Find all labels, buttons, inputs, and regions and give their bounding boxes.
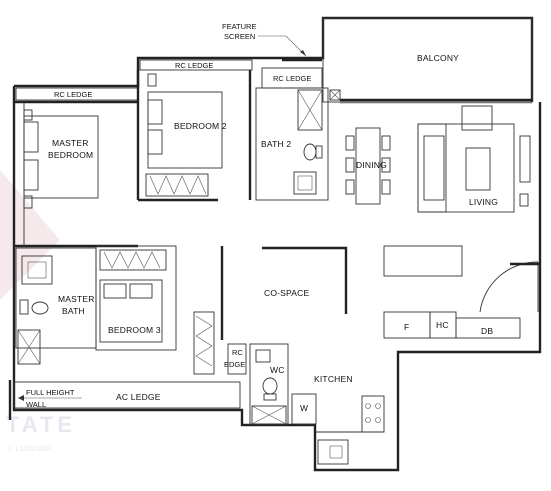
rc-ledge-bath2-label: RC LEDGE [273, 74, 311, 83]
living-area: LIVING [417, 105, 531, 213]
bedroom-2: BEDROOM 2 [136, 70, 252, 202]
f-label: F [404, 322, 409, 332]
hc-label: HC [436, 320, 449, 330]
feature-screen-label: FEATURE [222, 22, 256, 31]
master-bedroom-label-2: BEDROOM [48, 150, 93, 160]
co-space: CO-SPACE [220, 246, 348, 340]
rc-edge-label: RC [232, 348, 243, 357]
master-bedroom-label: MASTER [52, 138, 89, 148]
bedroom-2-label: BEDROOM 2 [174, 121, 227, 131]
counter [383, 245, 463, 277]
feature-screen-annotation: FEATURE SCREEN [222, 22, 322, 62]
db-label: DB [481, 326, 493, 336]
master-bath: MASTER BATH [15, 247, 97, 365]
living-label: LIVING [469, 197, 498, 207]
rc-edge-label-2: EDGE [224, 360, 245, 369]
co-space-label: CO-SPACE [264, 288, 309, 298]
master-bath-label-2: BATH [62, 306, 85, 316]
balcony-label: BALCONY [417, 53, 459, 63]
rc-ledge-top-label: RC LEDGE [175, 61, 213, 70]
watermark-shape [0, 170, 60, 300]
dining-area: DINING [345, 127, 391, 205]
dining-label: DINING [356, 160, 387, 170]
rc-edge: RC EDGE [224, 343, 247, 375]
wc: WC [249, 343, 289, 425]
feature-screen-label-2: SCREEN [224, 32, 255, 41]
ac-ledge: AC LEDGE FULL HEIGHT WALL [13, 381, 241, 409]
w-label: W [300, 403, 308, 413]
outer-walls [8, 16, 542, 472]
watermark-subtext: o. L3002382K [8, 446, 52, 453]
entrance-door [479, 261, 540, 313]
bedroom-3-label: BEDROOM 3 [108, 325, 161, 335]
balcony-area: BALCONY [322, 17, 533, 104]
bedroom-3: BEDROOM 3 [95, 245, 215, 375]
ac-ledge-label: AC LEDGE [116, 392, 161, 402]
rc-ledges: RC LEDGE RC LEDGE RC LEDGE [15, 59, 323, 101]
master-bath-label: MASTER [58, 294, 95, 304]
utility-cabinets: F HC DB [383, 311, 521, 339]
bath-2-label: BATH 2 [261, 139, 291, 149]
watermark-text: TATE [6, 412, 76, 437]
full-height-wall-label: FULL HEIGHT [26, 388, 75, 397]
kitchen-label: KITCHEN [314, 374, 353, 384]
rc-ledge-left-label: RC LEDGE [54, 90, 92, 99]
wc-label: WC [270, 365, 285, 375]
bath-2: BATH 2 [255, 87, 341, 201]
full-height-wall-label-2: WALL [26, 400, 46, 409]
kitchen: KITCHEN W [291, 374, 385, 465]
